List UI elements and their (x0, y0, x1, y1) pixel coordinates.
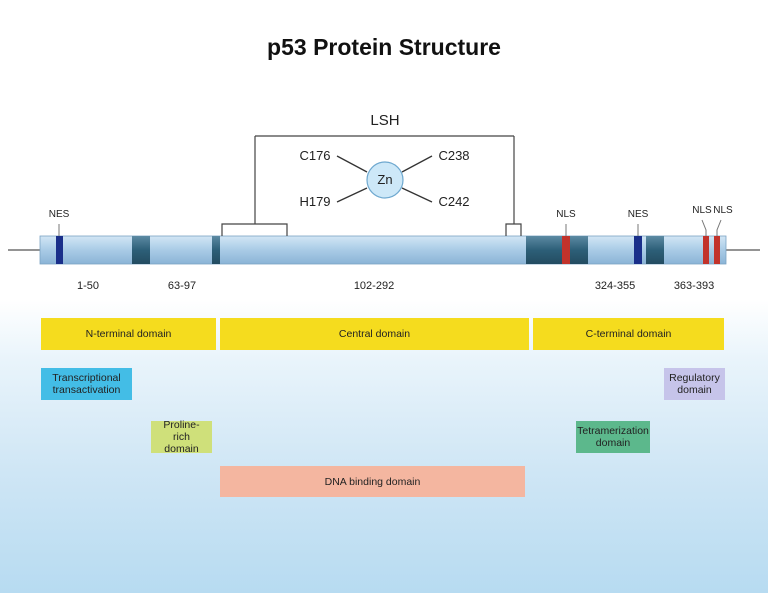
zinc-ion (366, 161, 404, 199)
residue-c176: C176 (299, 148, 331, 163)
dna-binding-domain: DNA binding domain (220, 466, 525, 497)
range-363-393: 363-393 (673, 280, 715, 292)
nes-label-left: NES (48, 209, 70, 220)
linker-segment-2 (212, 236, 220, 264)
nls-motif-right-1 (703, 236, 709, 264)
n-terminal-domain: N-terminal domain (41, 318, 216, 350)
nls-motif-mid (562, 236, 570, 264)
range-102-292: 102-292 (353, 280, 395, 292)
linker-segment-3 (526, 236, 562, 264)
central-domain: Central domain (220, 318, 529, 350)
linker-segment-4 (570, 236, 588, 264)
nls-label-right-2: NLS (713, 205, 733, 216)
c-terminal-domain: C-terminal domain (533, 318, 724, 350)
nls-label-right-1: NLS (692, 205, 712, 216)
protein-bar-diagram (8, 135, 760, 265)
residue-c242: C242 (438, 194, 470, 209)
nes-label-right: NES (627, 209, 649, 220)
nes-motif-left (56, 236, 63, 264)
lsh-label: LSH (370, 112, 400, 129)
nls-motif-right-2 (714, 236, 720, 264)
protein-bar (39, 235, 727, 265)
range-63-97: 63-97 (167, 280, 197, 292)
proline-rich-domain: Proline-rich domain (151, 419, 212, 455)
lsh-bracket (221, 135, 522, 236)
linker-segment-1 (132, 236, 150, 264)
range-1-50: 1-50 (76, 280, 100, 292)
regulatory-domain: Regulatory domain (664, 368, 725, 400)
range-324-355: 324-355 (594, 280, 636, 292)
zinc-label: Zn (377, 172, 393, 187)
residue-h179: H179 (299, 194, 331, 209)
residue-c238: C238 (438, 148, 470, 163)
linker-segment-5 (646, 236, 664, 264)
transactivation-domain: Transcriptional transactivation (41, 368, 132, 400)
nls-label-mid: NLS (556, 209, 576, 220)
nes-motif-right (634, 236, 642, 264)
tetramerization-domain: Tetramerization domain (576, 421, 650, 453)
page-title: p53 Protein Structure (267, 34, 501, 60)
zinc-coordination (336, 155, 433, 203)
